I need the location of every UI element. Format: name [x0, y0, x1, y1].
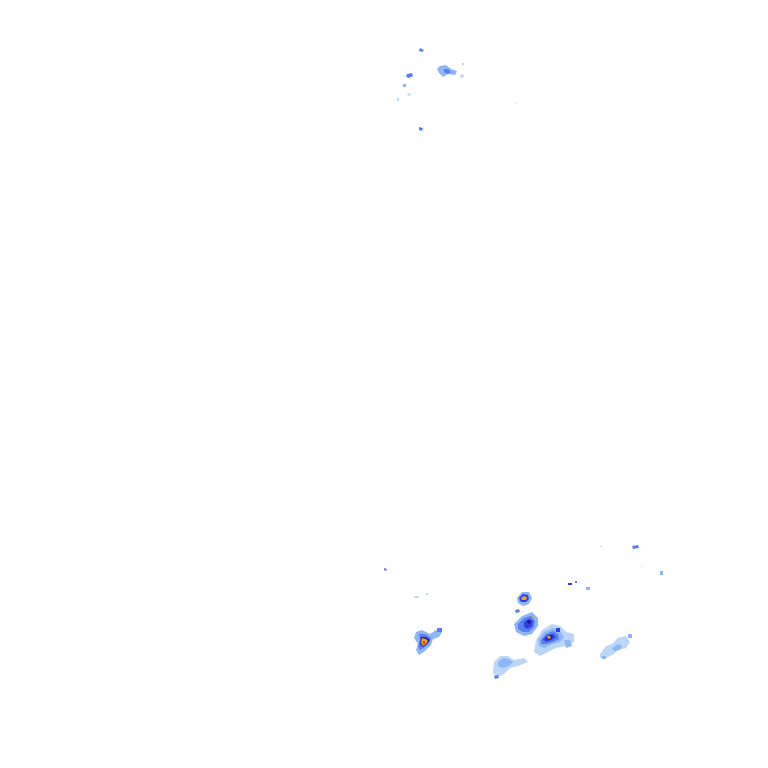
rain-cell-south-central-c: [534, 624, 574, 656]
rain-cell-south-east: [600, 634, 632, 659]
rain-cell-far-east: [568, 545, 663, 590]
rain-cell-south-west: [414, 628, 442, 655]
rain-cell-north-cluster: [397, 48, 516, 131]
rain-cell-south-central-a: [515, 592, 532, 613]
rain-cell-south-central-b: [514, 612, 538, 636]
rain-specks-scattered: [384, 546, 602, 598]
rain-cell-south-lower: [493, 656, 528, 679]
